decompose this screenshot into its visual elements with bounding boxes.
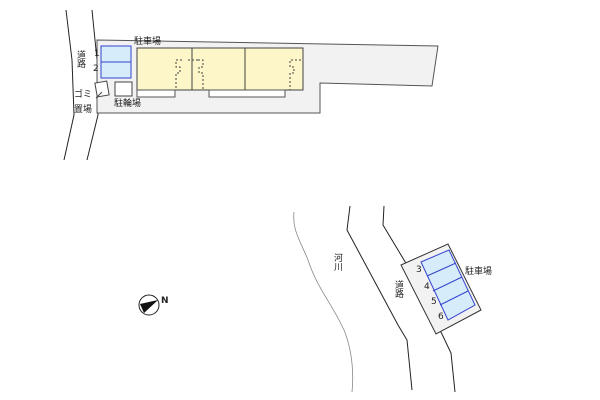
river-edge: [293, 211, 354, 393]
parking-label-bottom: 駐車場: [465, 267, 493, 277]
parking-space-number: 6: [438, 312, 444, 322]
road-label-bottom: 道路: [393, 280, 403, 298]
bicycle-parking-box: [114, 81, 133, 97]
compass-north-label: N: [161, 296, 169, 306]
road-edge-left: [63, 9, 75, 161]
parking-block-bottom: [420, 249, 476, 321]
compass-icon: [138, 294, 160, 316]
garbage-box: [94, 80, 110, 98]
garbage-label-line2: 置場: [74, 105, 93, 115]
parking-label-top: 駐車場: [134, 37, 162, 47]
road-edge-left-bottom: [346, 205, 413, 391]
parking-space-number: 3: [416, 265, 422, 275]
garbage-label-line1: ゴミ: [74, 90, 93, 100]
parking-space-number: 4: [424, 282, 430, 292]
parking-space-number: 2: [93, 64, 99, 74]
river-label: 河川: [332, 253, 342, 271]
bicycle-parking-label: 駐輪場: [114, 99, 142, 109]
building: [136, 47, 304, 91]
parking-space-number: 5: [431, 297, 437, 307]
parking-space-number: 1: [94, 49, 100, 59]
road-label-top: 道路: [75, 50, 85, 68]
